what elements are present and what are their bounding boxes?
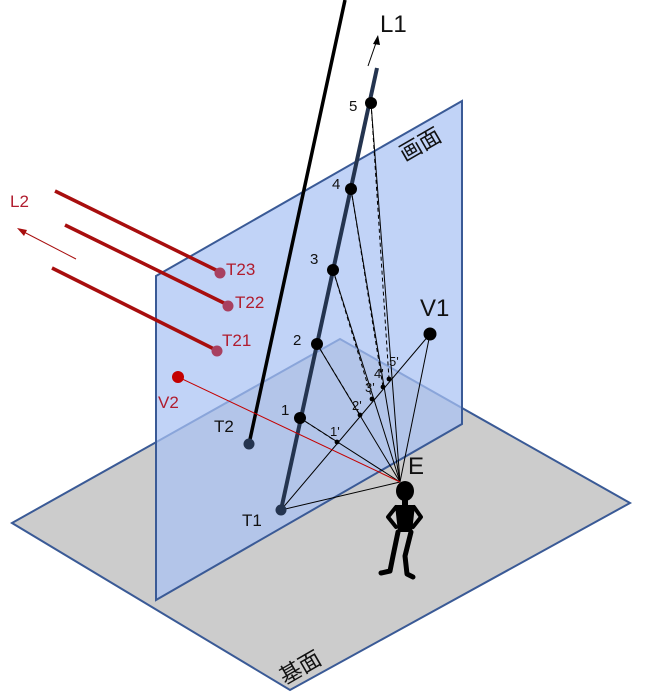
l1-label: L1 [380,11,407,38]
sight-line-1 [299,417,401,483]
t23-label: T23 [226,260,255,279]
projected-label-1: 1' [330,424,340,439]
dashed-line-3 [332,269,373,400]
point-1 [294,412,306,424]
l2-line-top [54,189,221,274]
l2-label: L2 [10,192,29,211]
t2-label: T2 [214,417,234,436]
projected-label-3: 3' [365,380,375,395]
point-2 [311,338,323,350]
projected-point-5 [386,376,392,382]
t22-label: T22 [235,293,264,312]
point-label-5: 5 [349,98,357,115]
t1-point [275,504,287,516]
t23-point [214,267,226,279]
sight-line-v1 [399,333,431,483]
point-label-2: 2 [293,332,301,349]
v1-label: V1 [420,295,449,322]
v1-point [423,327,437,341]
point-label-4: 4 [332,176,340,193]
projected-label-5: 5' [389,354,399,369]
t22-point [222,300,234,312]
l1-line [279,67,379,511]
projected-point-2 [357,412,363,418]
viewer-figure-icon [378,481,423,580]
dashed-line-4 [350,188,384,388]
t2-line [247,0,347,445]
t21-point [211,345,223,357]
l2-direction-arrow [19,229,77,260]
eye-label: E [408,453,424,480]
l2-arrowhead [17,228,27,236]
trace-line-v1-t1 [280,333,431,511]
projected-point-3 [369,396,375,402]
point-4 [345,183,357,195]
dashed-line-1 [299,417,338,443]
t1-label: T1 [242,511,262,530]
dashed-projection-lines [299,102,390,443]
projected-point-4 [380,384,386,390]
point-5 [365,97,377,109]
l1-arrowhead [373,35,380,45]
v2-sight-line [177,376,401,483]
t21-label: T21 [222,331,251,350]
sight-line-5 [370,102,401,483]
l2-line-middle [64,223,229,307]
projected-label-4: 4' [374,366,384,381]
projected-label-2: 2' [352,398,362,413]
v2-point [172,371,184,383]
l2-line-bottom [51,266,217,352]
point-label-3: 3 [310,251,318,268]
v2-label: V2 [158,393,179,412]
sight-line-t1 [280,481,401,511]
point-3 [327,264,339,276]
t2-point [243,438,255,450]
point-label-1: 1 [281,402,289,419]
picture-plane [155,99,463,602]
projected-point-1 [334,439,340,445]
